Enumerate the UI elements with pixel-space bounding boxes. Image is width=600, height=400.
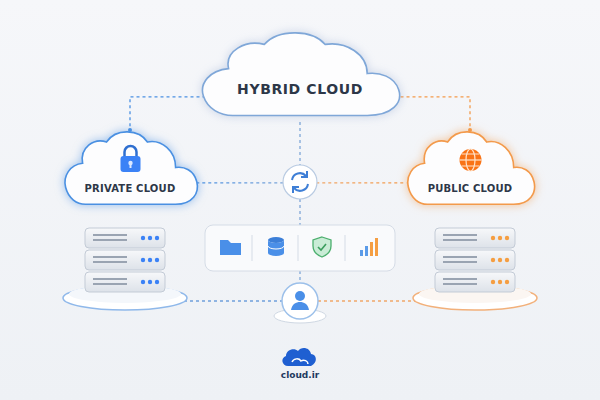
cloud-outline <box>60 125 201 210</box>
services-panel <box>205 225 395 271</box>
logo-icon <box>282 348 316 366</box>
sync-icon <box>283 165 317 199</box>
node-label: HYBRID CLOUD <box>195 81 405 97</box>
globe-icon <box>459 149 481 171</box>
connector-line <box>172 300 282 301</box>
dashed-connector <box>395 97 471 131</box>
cloud-shape <box>202 33 399 116</box>
user-icon <box>274 283 326 323</box>
connector-line <box>318 300 428 301</box>
logo-text: cloud.ir <box>281 370 319 380</box>
server-stack <box>63 228 187 310</box>
dashed-connector <box>130 97 206 131</box>
node-label: PUBLIC CLOUD <box>403 183 538 194</box>
cloud-outline <box>195 25 405 122</box>
cloud-outline <box>403 125 538 210</box>
cloud-node: PUBLIC CLOUD <box>403 125 538 210</box>
cloud-node: HYBRID CLOUD <box>195 25 405 122</box>
cloud-node: PRIVATE CLOUD <box>60 125 201 210</box>
lock-icon <box>120 146 140 172</box>
node-label: PRIVATE CLOUD <box>60 183 201 194</box>
server-stack <box>413 228 537 310</box>
